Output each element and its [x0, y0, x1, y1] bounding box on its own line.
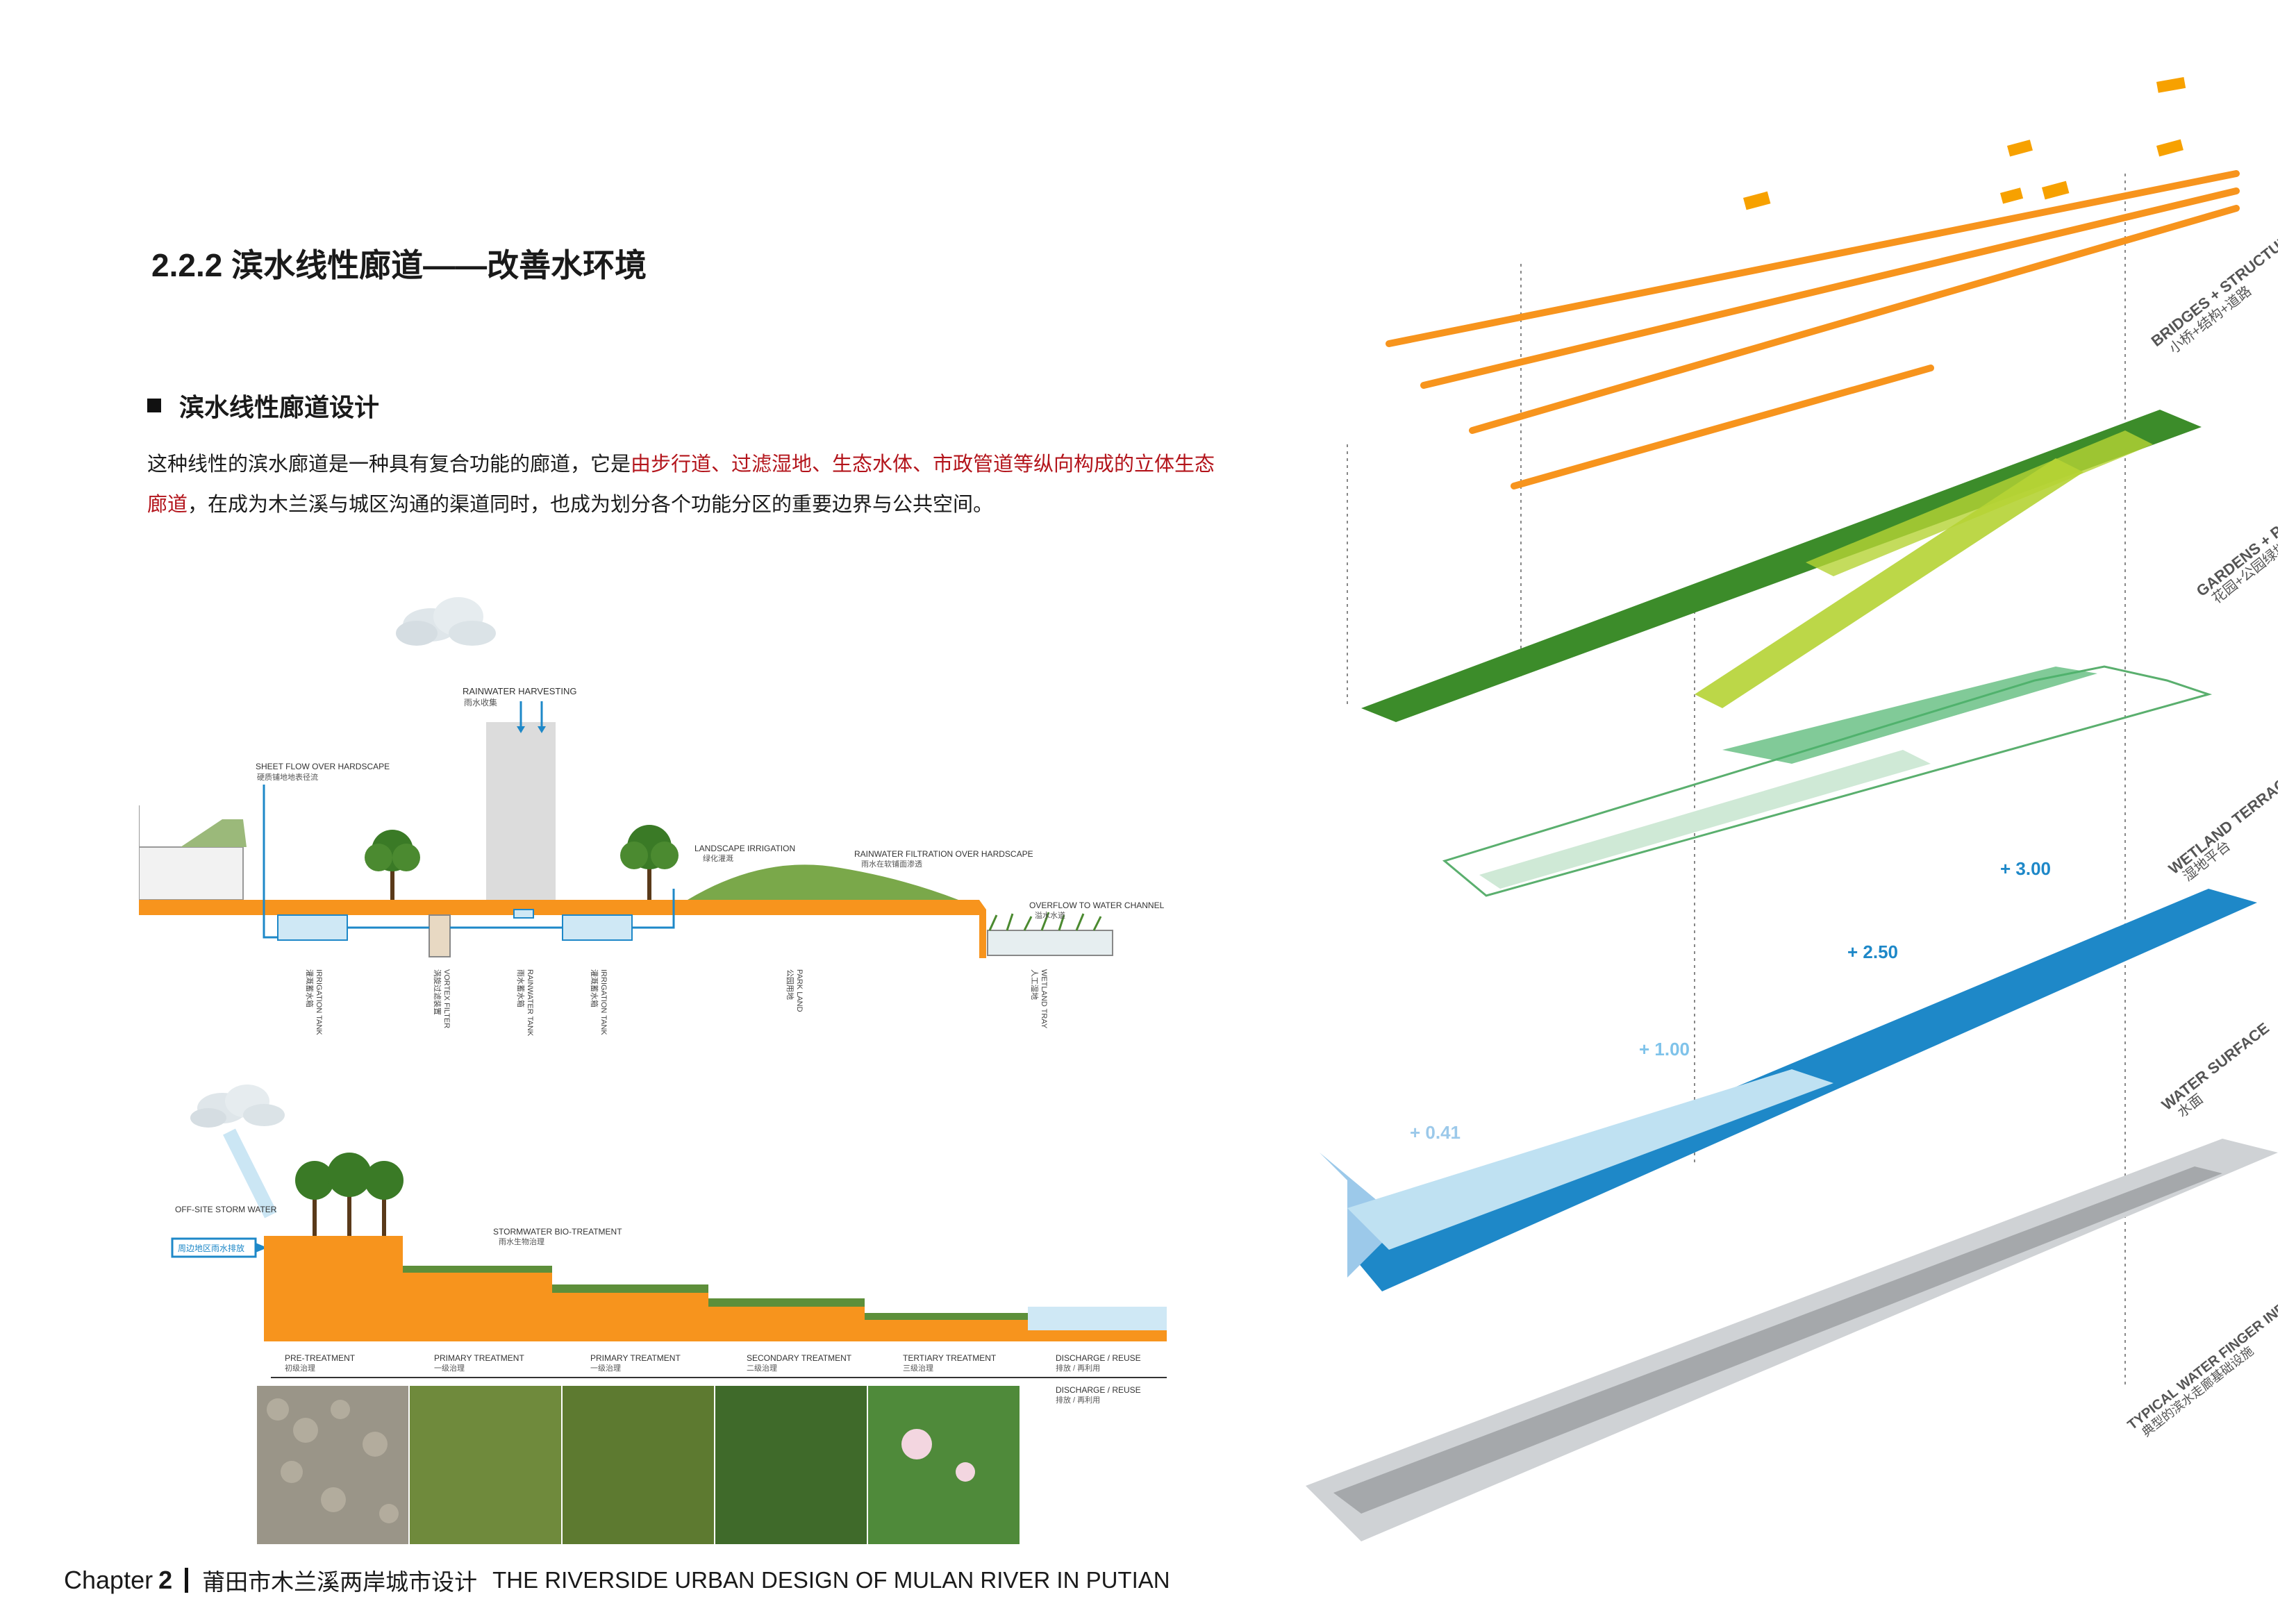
wetland-tray — [987, 930, 1113, 956]
vortex-filter — [429, 914, 451, 957]
label-irrigation-tank-1-cn: 灌溉蓄水箱 — [305, 969, 315, 1007]
label-wetland: WETLAND TERRACES — [2165, 762, 2278, 878]
tree-cluster — [295, 1153, 404, 1236]
ground-slab — [139, 900, 986, 958]
bridge-structures — [1742, 77, 2186, 210]
footer-divider — [185, 1568, 189, 1593]
label-bio-treatment-cn: 雨水生物治理 — [499, 1237, 544, 1246]
label-rainwater-tank-cn: 雨水蓄水箱 — [516, 969, 526, 1007]
stage-6-cn: 排放 / 再利用 — [1056, 1363, 1100, 1373]
stage-2-name: PRIMARY TREATMENT — [434, 1353, 524, 1363]
label-vortex-filter-cn: 涡旋过滤装置 — [433, 969, 442, 1015]
tall-building — [486, 722, 556, 900]
label-rainwater-filtration: RAINWATER FILTRATION OVER HARDSCAPE — [854, 849, 1033, 859]
subsection-heading: 滨水线性廊道设计 — [147, 387, 379, 424]
layer-bridges-paths — [1386, 170, 2240, 489]
stage-3-name: PRIMARY TREATMENT — [590, 1353, 681, 1363]
stage-6-name: DISCHARGE / REUSE — [1056, 1353, 1141, 1363]
stage-1-name: PRE-TREATMENT — [285, 1353, 356, 1363]
label-level-250: + 2.50 — [1847, 941, 1898, 962]
label-irrigation-tank-2-cn: 灌溉蓄水箱 — [590, 969, 599, 1007]
label-irrigation-tank-1: IRRIGATION TANK — [315, 969, 323, 1035]
label-rainwater-tank: RAINWATER TANK — [526, 969, 534, 1037]
tree-right — [620, 825, 679, 900]
cloud-icon — [190, 1085, 285, 1128]
stage-5-cn: 三级治理 — [903, 1363, 933, 1373]
footer-chapter: Chapter — [64, 1566, 153, 1594]
photo-rotation-basin — [563, 1386, 714, 1544]
subsection-title: 滨水线性廊道设计 — [179, 393, 380, 421]
stage-4-cn: 二级治理 — [747, 1363, 777, 1373]
label-vortex-filter: VORTEX FILTER — [442, 969, 451, 1028]
label-rainwater-filtration-cn: 雨水在软铺面渗透 — [861, 859, 922, 869]
label-rainwater-harvesting: RAINWATER HARVESTING — [463, 686, 576, 696]
stage-6-sub: DISCHARGE / REUSE — [1056, 1385, 1141, 1395]
offsite-box-label: 周边地区雨水排放 — [178, 1243, 244, 1253]
label-wetland-tray-cn: 人工湿地 — [1030, 969, 1039, 1000]
footer-title-cn: 莆田市木兰溪两岸城市设计 — [202, 1569, 478, 1595]
photo-lotus — [868, 1386, 1020, 1544]
label-sheet-flow-cn: 硬质铺地地表径流 — [257, 772, 318, 782]
body-text-2: ，在成为木兰溪与城区沟通的渠道同时，也成为划分各个功能分区的重要边界与公共空间。 — [188, 494, 994, 516]
tree-left — [365, 830, 420, 900]
label-rainwater-harvesting-cn: 雨水收集 — [464, 697, 497, 708]
label-offsite: OFF-SITE STORM WATER — [175, 1205, 277, 1214]
label-wetland-tray: WETLAND TRAY — [1040, 969, 1048, 1029]
bio-treatment-diagram: OFF-SITE STORM WATER 周边地区雨水排放 STORMWATER… — [171, 1085, 1167, 1544]
exploded-layer-diagram: BRIDGES + STRUCTURES + PATHS 小桥+结构+道路 GA… — [1306, 77, 2278, 1541]
square-bullet-icon — [147, 399, 161, 412]
body-paragraph: 这种线性的滨水廊道是一种具有复合功能的廊道，它是由步行道、过滤湿地、生态水体、市… — [147, 444, 1217, 525]
label-overflow-cn: 溢水水道 — [1035, 910, 1065, 920]
footer-chapter-number: 2 — [158, 1566, 173, 1594]
stage-2-cn: 一级治理 — [434, 1363, 465, 1373]
body-text-highlight: 由步行道、过滤湿地、生态水体、市政管道等纵向构成的立体生态廊道 — [147, 453, 1215, 516]
label-water: WATER SURFACE — [2158, 1019, 2272, 1114]
footer-title-en: THE RIVERSIDE URBAN DESIGN OF MULAN RIVE… — [492, 1567, 1170, 1593]
stage-5-name: TERTIARY TREATMENT — [903, 1353, 997, 1363]
label-park-land-cn: 公园用地 — [785, 969, 795, 1000]
stage-1-cn: 初级治理 — [285, 1363, 315, 1373]
stepped-ground — [264, 1236, 1167, 1341]
label-overflow: OVERFLOW TO WATER CHANNEL — [1029, 901, 1165, 910]
green-hill — [688, 864, 958, 900]
stage-3-cn: 一级治理 — [590, 1363, 621, 1373]
label-infra-cn: 典型的滨水走廊基础设施 — [2139, 1343, 2256, 1439]
cloud-icon — [396, 597, 496, 646]
section-title: 2.2.2 滨水线性廊道——改善水环境 — [151, 247, 647, 283]
label-park-land: PARK LAND — [795, 969, 804, 1012]
label-landscape-irrigation: LANDSCAPE IRRIGATION — [694, 844, 795, 853]
label-sheet-flow: SHEET FLOW OVER HARDSCAPE — [256, 762, 390, 771]
label-level-300: + 3.00 — [2000, 858, 2051, 879]
irrigation-tank-1 — [277, 914, 348, 941]
body-text-1: 这种线性的滨水廊道是一种具有复合功能的廊道，它是 — [147, 453, 631, 476]
label-bio-treatment: STORMWATER BIO-TREATMENT — [493, 1227, 622, 1237]
stage-6-sub-cn: 排放 / 再利用 — [1056, 1395, 1100, 1405]
irrigation-tank-2 — [562, 914, 633, 941]
photo-helophytes — [410, 1386, 561, 1544]
stage-4-name: SECONDARY TREATMENT — [747, 1353, 852, 1363]
label-level-100: + 1.00 — [1639, 1039, 1690, 1060]
label-irrigation-tank-2: IRRIGATION TANK — [599, 969, 608, 1035]
label-level-041: + 0.41 — [1410, 1122, 1461, 1143]
rainwater-section-diagram: RAINWATER HARVESTING 雨水收集 SHEET FLOW OVE… — [139, 597, 1165, 1037]
label-infra: TYPICAL WATER FINGER INFRASTRUCTURE — [2125, 1236, 2278, 1433]
building-left — [139, 846, 244, 901]
rainwater-tank — [513, 909, 534, 919]
page-footer: Chapter 2 莆田市木兰溪两岸城市设计 THE RIVERSIDE URB… — [64, 1564, 1170, 1597]
photo-nano-filtration — [715, 1386, 867, 1544]
label-landscape-irrigation-cn: 绿化灌溉 — [703, 853, 733, 863]
